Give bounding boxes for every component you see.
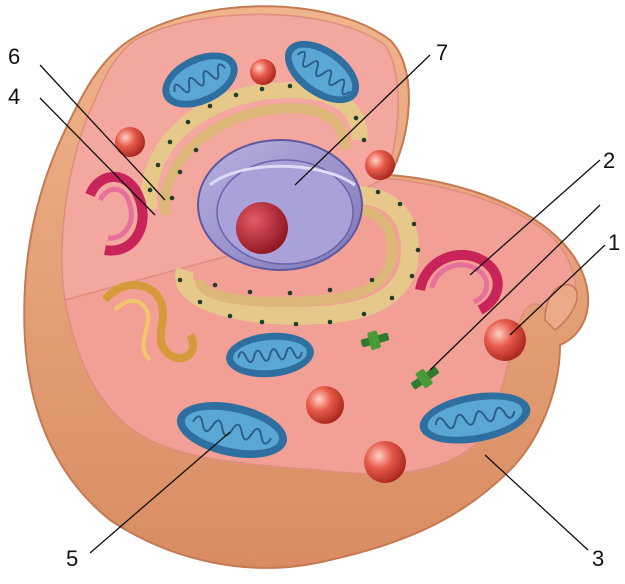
label-3: 3 — [592, 546, 604, 571]
label-1: 1 — [608, 230, 620, 255]
nucleus — [198, 140, 362, 270]
label-7: 7 — [436, 40, 448, 65]
label-6: 6 — [8, 44, 20, 69]
label-5: 5 — [66, 546, 78, 571]
nucleolus — [236, 202, 288, 254]
label-2: 2 — [603, 148, 615, 173]
label-4: 4 — [8, 84, 20, 109]
